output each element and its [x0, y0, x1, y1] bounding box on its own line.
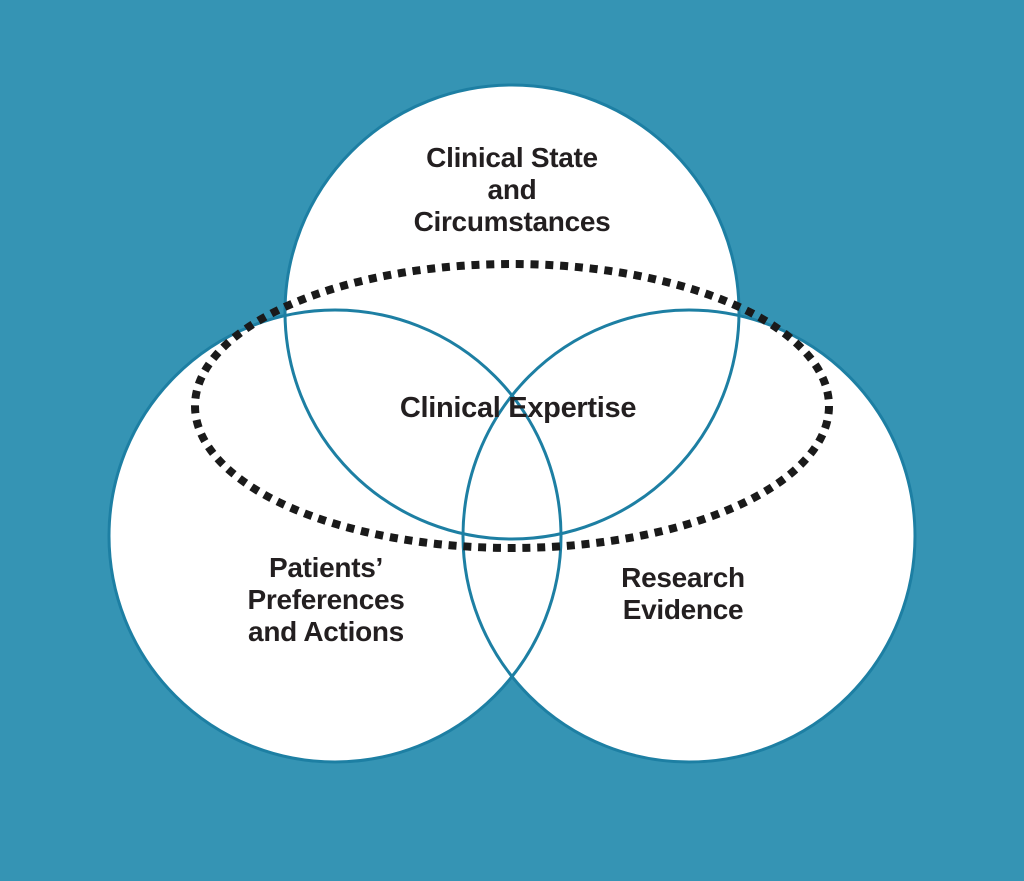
label-line: and Actions	[248, 616, 404, 647]
label-patients-preferences-and-actions: Patients’ Preferences and Actions	[156, 552, 496, 648]
label-line: and	[487, 174, 537, 205]
label-line: Research	[621, 562, 745, 593]
label-research-evidence: Research Evidence	[533, 562, 833, 626]
label-line: Preferences	[247, 584, 405, 615]
label-line: Evidence	[622, 594, 744, 625]
label-line: Patients’	[268, 552, 383, 583]
circle-outline-patients-preferences	[107, 308, 563, 764]
clinical-expertise-ellipse	[191, 260, 833, 552]
label-line: Clinical State	[426, 142, 598, 173]
circle-fill-research-evidence	[463, 310, 915, 762]
circle-fill-patients-preferences	[109, 310, 561, 762]
circle-outline-research-evidence	[461, 308, 917, 764]
label-clinical-state-and-circumstances: Clinical State and Circumstances	[312, 142, 712, 238]
label-line: Circumstances	[413, 206, 611, 237]
circle-outline-clinical-state	[283, 83, 741, 541]
label-clinical-expertise: Clinical Expertise	[399, 392, 637, 424]
